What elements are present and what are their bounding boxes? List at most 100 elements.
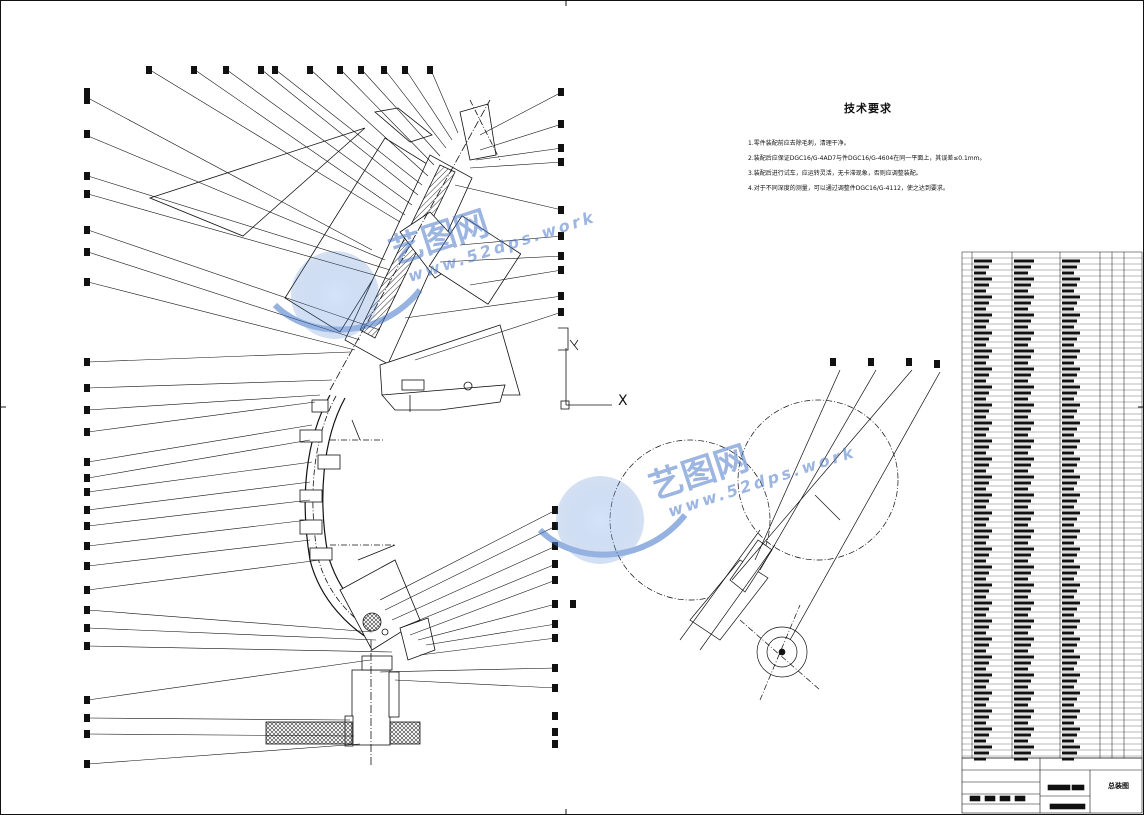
parts-list-cell-text xyxy=(1062,607,1077,611)
parts-list-cell-text xyxy=(1062,727,1080,731)
parts-list-cell-text xyxy=(1014,523,1028,527)
parts-list-cell-text xyxy=(1014,277,1034,281)
parts-list-cell-text xyxy=(1014,655,1034,659)
parts-list-cell-text xyxy=(1062,715,1077,719)
parts-list-cell-text xyxy=(974,439,992,443)
parts-list-cell-text xyxy=(1014,271,1028,275)
parts-list-cell-text xyxy=(1062,379,1074,383)
parts-list-cell-text xyxy=(1014,649,1028,653)
parts-list-cell-text xyxy=(1062,613,1074,617)
parts-list-cell-text xyxy=(1062,427,1077,431)
parts-list-cell-text xyxy=(1062,343,1074,347)
parts-list-cell-text xyxy=(1062,367,1080,371)
parts-list-cell-text xyxy=(974,637,992,641)
parts-list-cell-text xyxy=(974,481,989,485)
parts-list-cell-text xyxy=(1014,499,1031,503)
parts-list-cell-text xyxy=(974,313,992,317)
parts-list-cell-text xyxy=(1014,451,1028,455)
parts-list-cell-text xyxy=(974,343,986,347)
parts-list-cell-text xyxy=(1062,655,1080,659)
parts-list-cell-text xyxy=(1014,715,1031,719)
parts-list-cell-text xyxy=(1014,631,1028,635)
parts-list-cell-text xyxy=(1062,283,1077,287)
parts-list-cell-text xyxy=(974,565,992,569)
parts-list-cell-text xyxy=(974,337,989,341)
parts-list-cell-text xyxy=(974,493,992,497)
parts-list-cell-text xyxy=(1062,409,1077,413)
parts-list-cell-text xyxy=(974,625,989,629)
parts-list-cell-text xyxy=(974,679,989,683)
parts-list-cell-text xyxy=(1014,565,1034,569)
parts-list-cell-text xyxy=(974,709,992,713)
parts-list-cell-text xyxy=(1014,337,1031,341)
parts-list-cell-text xyxy=(1062,709,1080,713)
parts-list-cell-text xyxy=(1062,721,1074,725)
parts-list-cell-text xyxy=(974,463,989,467)
parts-list-cell-text xyxy=(1014,751,1031,755)
detail-view xyxy=(609,369,941,701)
parts-list-cell-text xyxy=(1014,727,1034,731)
parts-list-cell-text xyxy=(974,379,986,383)
parts-list-cell-text xyxy=(1062,595,1074,599)
parts-list-cell-text xyxy=(1062,637,1080,641)
parts-list-cell-text xyxy=(1062,631,1074,635)
parts-list-cell-text xyxy=(1062,265,1077,269)
parts-list-cell-text xyxy=(974,487,986,491)
parts-list-cell-text xyxy=(974,613,986,617)
parts-list-cell-text xyxy=(1062,289,1074,293)
parts-list-cell-text xyxy=(1014,481,1031,485)
leader-lines-top xyxy=(149,69,459,223)
parts-list-cell-text xyxy=(1014,283,1031,287)
parts-list-cell-text xyxy=(1014,319,1031,323)
parts-list-cell-text xyxy=(1014,643,1031,647)
parts-list-cell-text xyxy=(1062,277,1080,281)
parts-list-cell-text xyxy=(1062,445,1077,449)
parts-list-cell-text xyxy=(1062,403,1080,407)
parts-list-cell-text xyxy=(1014,583,1034,587)
parts-list-cell-text xyxy=(1014,625,1031,629)
parts-list-cell-text xyxy=(974,415,986,419)
parts-list-cell-text xyxy=(974,409,989,413)
parts-list-cell-text xyxy=(974,601,992,605)
parts-list-cell-text xyxy=(1014,637,1034,641)
parts-list-cell-text xyxy=(1062,565,1080,569)
parts-list-cell-text xyxy=(1062,415,1074,419)
parts-list-cell-text xyxy=(974,691,992,695)
parts-list-cell-text xyxy=(1062,451,1074,455)
parts-list-cell-text xyxy=(1062,295,1080,299)
parts-list-cell-text xyxy=(974,619,992,623)
parts-list-cell-text xyxy=(1062,529,1080,533)
parts-list-cell-text xyxy=(1062,301,1077,305)
parts-list-cell-text xyxy=(974,577,986,581)
parts-list-cell-text xyxy=(1014,595,1028,599)
parts-list-cell-text xyxy=(974,583,992,587)
parts-list-cell-text xyxy=(1062,499,1077,503)
parts-list-cell-text xyxy=(1062,691,1080,695)
parts-list-cell-text xyxy=(974,367,992,371)
parts-list-cell-text xyxy=(1062,679,1077,683)
parts-list-cell-text xyxy=(1062,517,1077,521)
parts-list-cell-text xyxy=(974,505,986,509)
watermark-globe-2 xyxy=(537,476,688,564)
parts-list-cell-text xyxy=(1014,703,1028,707)
parts-list-cell-text xyxy=(974,631,986,635)
parts-list-cell-text xyxy=(974,283,989,287)
parts-list-cell-text xyxy=(974,607,989,611)
parts-list-cell-text xyxy=(1014,409,1031,413)
parts-list-cell-text xyxy=(974,523,986,527)
parts-list-cell-text xyxy=(1062,661,1077,665)
parts-list-cell-text xyxy=(974,277,992,281)
parts-list-cell-text xyxy=(1014,463,1031,467)
parts-list-cell-text xyxy=(974,571,989,575)
parts-list-cell-text xyxy=(974,547,992,551)
parts-list-cell-text xyxy=(1014,607,1031,611)
parts-list-cell-text xyxy=(1062,433,1074,437)
parts-list-cell-text xyxy=(1014,307,1028,311)
parts-list-cell-text xyxy=(1062,547,1080,551)
parts-list-cell-text xyxy=(1014,511,1034,515)
axis-x-label: X xyxy=(618,393,628,409)
parts-list-cell-text xyxy=(974,331,992,335)
parts-list-cell-text xyxy=(1014,721,1028,725)
parts-list-cell-text xyxy=(1014,589,1031,593)
